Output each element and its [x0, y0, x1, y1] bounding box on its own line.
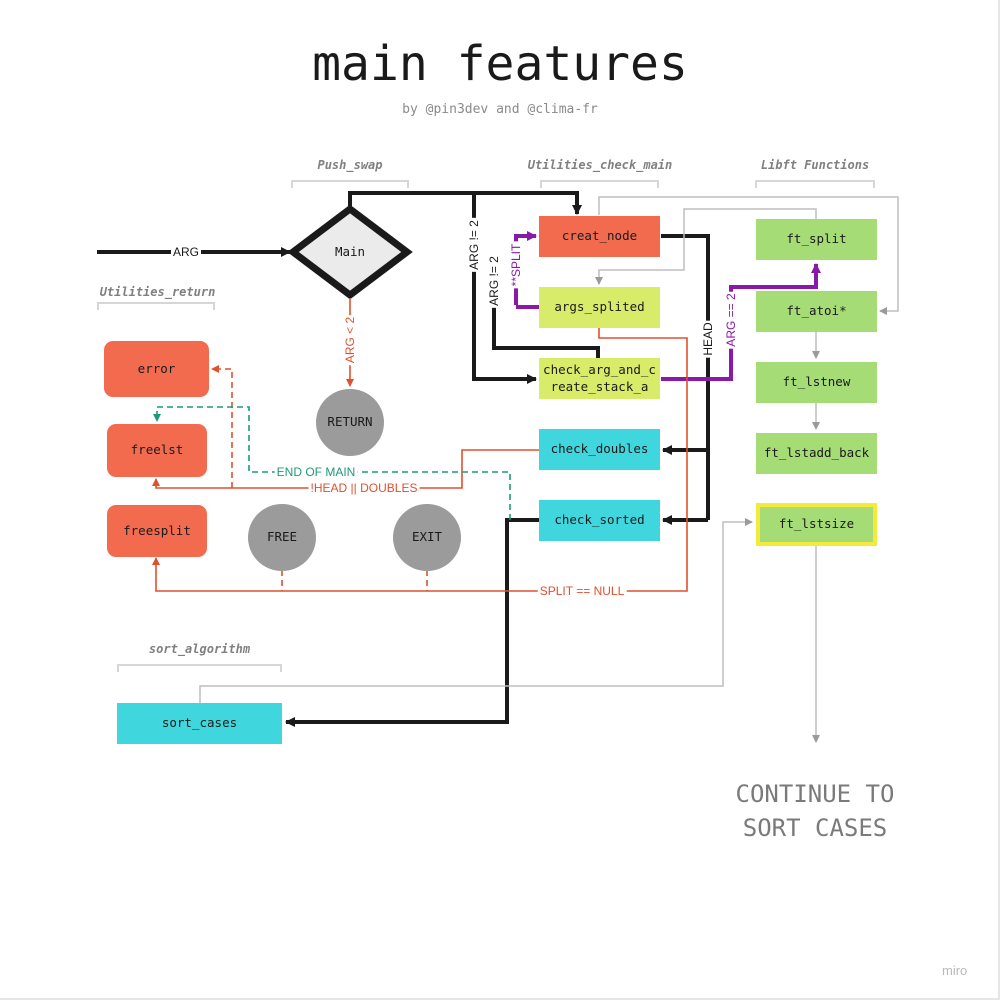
check-doubles-node[interactable]: check_doubles [539, 429, 660, 470]
ft-lstsize-node[interactable]: ft_lstsize [756, 503, 877, 546]
ft-split-node[interactable]: ft_split [756, 219, 877, 260]
freelst-node[interactable]: freelst [107, 424, 207, 477]
edge-label-arg-lt-2: ARG < 2 [343, 314, 357, 366]
error-dashed-connectors [211, 365, 428, 591]
free-node[interactable]: FREE [248, 504, 316, 571]
main-decision-shape[interactable] [287, 204, 413, 300]
section-libft-functions: Libft Functions [760, 158, 870, 172]
edge-label-arg-ne-2-b: ARG != 2 [487, 254, 501, 308]
check-sorted-node[interactable]: check_sorted [539, 500, 660, 541]
ft-lstnew-node[interactable]: ft_lstnew [756, 362, 877, 403]
creat-node-node[interactable]: creat_node [539, 216, 660, 257]
miro-brand: miro [942, 963, 968, 978]
ft-atoi-node[interactable]: ft_atoi* [756, 291, 877, 332]
error-node[interactable]: error [104, 341, 209, 397]
edge-label-head-or-doubles: !HEAD || DOUBLES [308, 481, 420, 495]
black-flow-connectors [97, 191, 710, 727]
check-arg-and-create-stack-a-node[interactable]: check_arg_and_c reate_stack_a [539, 358, 660, 399]
page-title: main features [312, 36, 688, 92]
edge-label-end-of-main: END OF MAIN [274, 465, 358, 479]
section-utilities-return: Utilities_return [99, 285, 216, 299]
section-brackets [97, 180, 875, 672]
edge-label-split-null: SPLIT == NULL [537, 584, 627, 598]
end-of-main-connector [153, 406, 511, 520]
edge-label-split-ptr: **SPLIT [509, 241, 523, 289]
return-node[interactable]: RETURN [316, 389, 384, 456]
freesplit-node[interactable]: freesplit [107, 505, 207, 557]
edge-label-head: HEAD [701, 320, 715, 358]
section-sort-algorithm: sort_algorithm [148, 642, 251, 656]
main-node-label[interactable]: Main [334, 243, 366, 259]
page-subtitle: by @pin3dev and @clima-fr [402, 102, 598, 117]
ft-lstadd-back-node[interactable]: ft_lstadd_back [756, 433, 877, 474]
section-utilities-check-main: Utilities_check_main [527, 158, 673, 172]
args-splited-node[interactable]: args_splited [539, 287, 660, 328]
sort-cases-node[interactable]: sort_cases [117, 703, 282, 744]
section-push-swap: Push_swap [317, 158, 383, 172]
exit-node[interactable]: EXIT [393, 504, 461, 571]
edge-label-arg-eq-2: ARG == 2 [724, 291, 738, 349]
edge-label-arg-ne-2-a: ARG != 2 [467, 218, 481, 272]
continue-note: CONTINUE TO SORT CASES [735, 780, 895, 842]
edge-label-arg: ARG [170, 245, 202, 259]
libft-flow-connectors [199, 196, 899, 743]
